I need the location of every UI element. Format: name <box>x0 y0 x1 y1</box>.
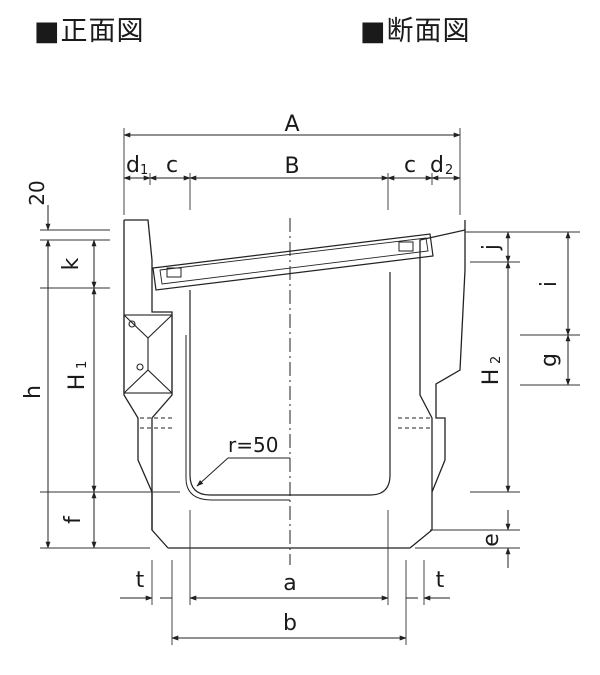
dim-label-k: k <box>59 257 84 270</box>
dim-label-i: i <box>537 281 562 287</box>
dim-label-f: f <box>61 515 86 524</box>
dim-label-H1-sub: 1 <box>75 361 90 369</box>
dim-label-B: B <box>284 154 299 179</box>
dim-label-b: b <box>283 611 297 636</box>
dim-label-H1-group: H 1 <box>65 361 90 391</box>
dim-label-c-left: c <box>166 153 178 178</box>
dim-label-d2: d <box>430 153 444 178</box>
dim-label-h: h <box>21 385 46 399</box>
dim-label-a: a <box>283 571 296 596</box>
dim-label-H2: H <box>479 369 504 386</box>
joint-dashes <box>140 417 432 429</box>
dim-label-H1: H <box>65 374 90 391</box>
dim-label-g: g <box>537 353 562 367</box>
dim-label-t-right: t <box>436 568 445 593</box>
dim-label-H2-sub: 2 <box>489 356 504 364</box>
dim-label-d2-sub: 2 <box>445 163 453 178</box>
dim-label-c-right: c <box>404 153 416 178</box>
dim-label-d1: d <box>126 153 140 178</box>
gutter-body-outline <box>123 219 466 549</box>
extension-lines <box>40 128 580 645</box>
front-view-heading: ■正面図 <box>34 16 145 47</box>
grating-cover <box>152 233 434 291</box>
dim-label-d1-sub: 1 <box>140 163 148 178</box>
dim-label-e: e <box>479 533 504 547</box>
dim-label-H2-group: H 2 <box>479 356 504 386</box>
dimension-lines <box>45 132 571 641</box>
dim-label-A: A <box>284 112 299 137</box>
side-connector-block <box>123 314 173 394</box>
dim-label-t-left: t <box>136 568 145 593</box>
section-view-heading: ■断面図 <box>360 16 471 47</box>
dim-label-20: 20 <box>25 180 49 205</box>
dim-label-j: j <box>479 244 504 251</box>
inner-channel <box>185 272 391 501</box>
dim-label-radius: r=50 <box>228 433 278 457</box>
